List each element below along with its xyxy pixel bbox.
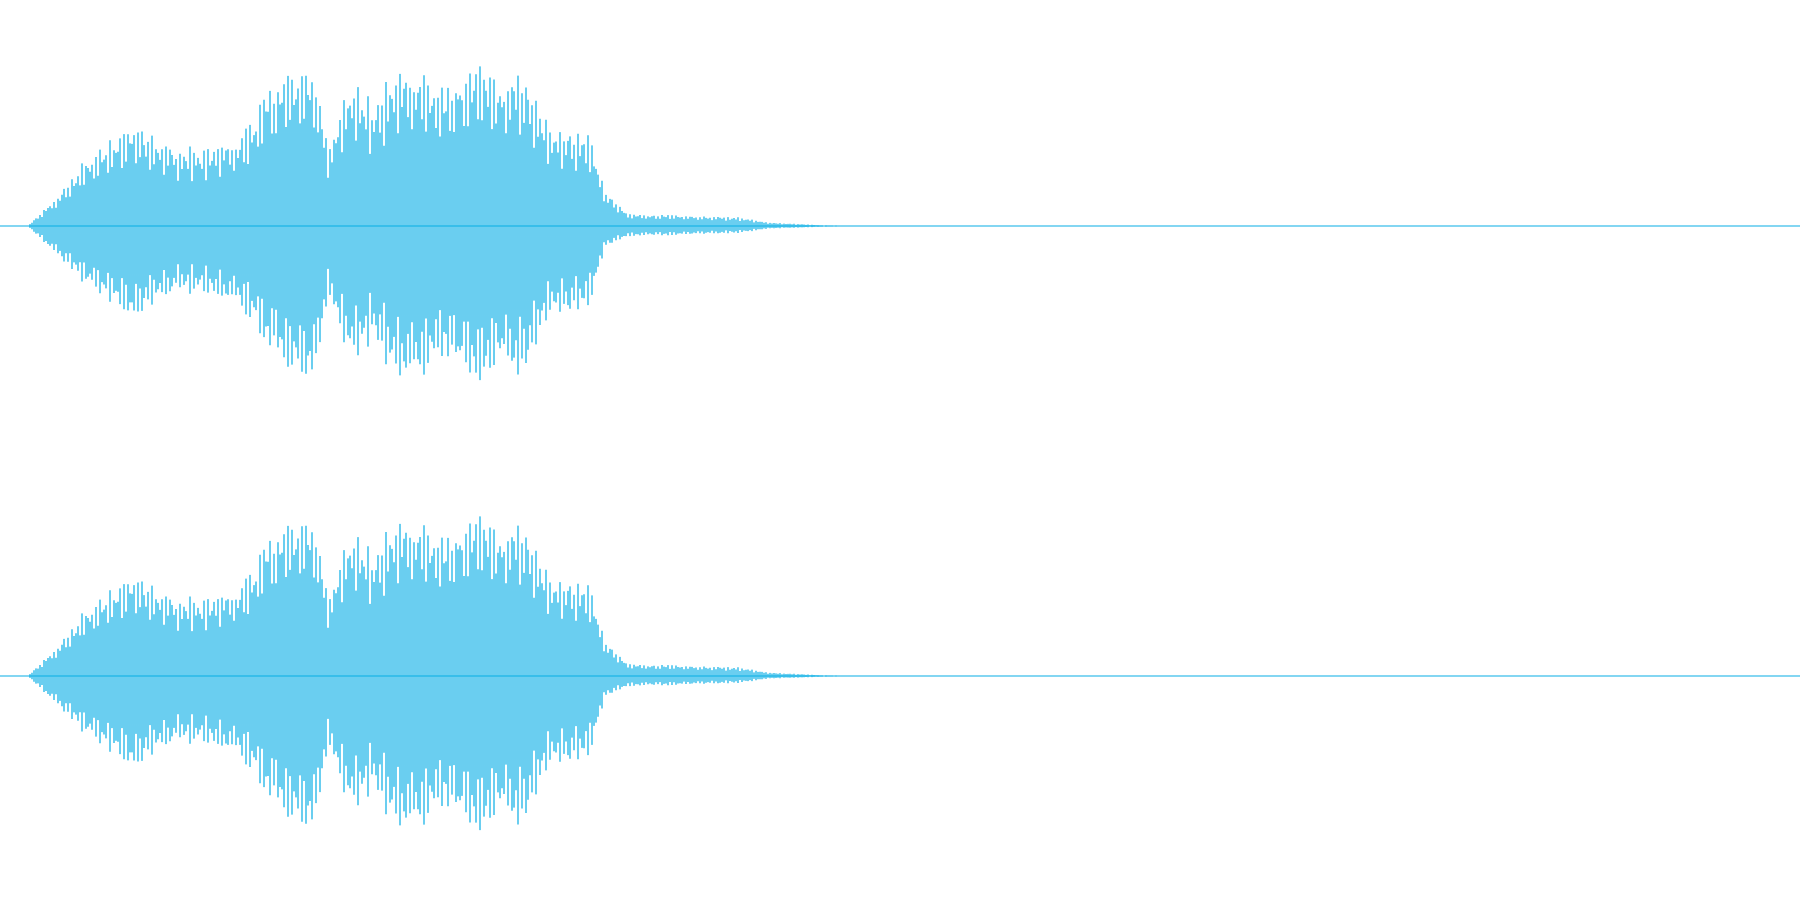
waveform-channel-2 xyxy=(0,450,1800,900)
waveform-channel-2-svg xyxy=(0,516,1800,831)
waveform-path xyxy=(29,516,845,831)
waveform-samples xyxy=(29,516,845,831)
waveform-samples xyxy=(29,66,845,381)
waveform-channel-1-svg xyxy=(0,66,1800,381)
waveform-channel-1 xyxy=(0,66,1800,381)
waveform-path xyxy=(29,66,845,381)
